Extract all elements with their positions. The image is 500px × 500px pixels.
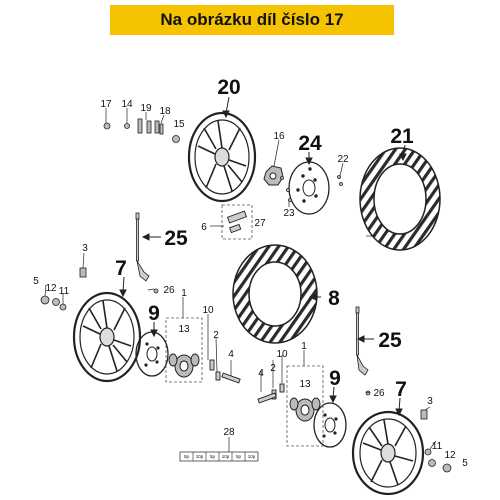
part-label-7-left: 7 bbox=[115, 257, 127, 280]
leader-lines bbox=[44, 108, 437, 450]
small-hardware-drawing bbox=[40, 118, 452, 473]
part-label-5-left: 5 bbox=[33, 276, 39, 287]
part-label-19: 19 bbox=[140, 103, 152, 114]
part-label-1-right: 1 bbox=[301, 341, 307, 352]
part-label-9-right: 9 bbox=[329, 367, 341, 390]
size-strip: 5p 10p 5p 10p 5p 10p bbox=[179, 437, 259, 462]
strip-cell-6: 10p bbox=[248, 454, 256, 459]
middle-tire-drawing bbox=[232, 244, 318, 344]
strip-cell-5: 5p bbox=[236, 454, 242, 459]
rear-wheel-rim-drawing bbox=[187, 111, 257, 203]
left-wheel-rim-drawing bbox=[72, 291, 142, 383]
part-label-17: 17 bbox=[100, 99, 112, 110]
part-label-3-left: 3 bbox=[82, 243, 88, 254]
part-label-9-left: 9 bbox=[148, 302, 160, 325]
right-hub-assembly-drawing bbox=[289, 397, 321, 422]
dashed-group-boxes bbox=[165, 204, 324, 447]
part-label-7-right: 7 bbox=[395, 378, 407, 401]
part-label-8: 8 bbox=[328, 287, 340, 310]
right-brake-disc-drawing bbox=[313, 402, 347, 448]
part-label-11-left: 11 bbox=[59, 286, 70, 297]
part-label-10-right: 10 bbox=[276, 349, 288, 360]
part-label-11-right: 11 bbox=[432, 441, 443, 452]
part-label-25-left: 25 bbox=[164, 227, 188, 250]
part-label-1-left: 1 bbox=[181, 288, 187, 299]
part-label-13-right: 13 bbox=[299, 379, 311, 390]
arrow-leaders bbox=[119, 96, 407, 417]
part-label-16: 16 bbox=[273, 131, 285, 142]
strip-cell-1: 5p bbox=[184, 454, 190, 459]
right-valve-stem-drawing bbox=[355, 306, 369, 376]
part-label-28: 28 bbox=[223, 427, 235, 438]
left-hub-assembly-drawing bbox=[168, 353, 200, 378]
part-label-12-right: 12 bbox=[444, 450, 456, 461]
part-label-2-left: 2 bbox=[213, 330, 219, 341]
part-label-22: 22 bbox=[337, 154, 349, 165]
part-label-10-left: 10 bbox=[202, 305, 214, 316]
part-label-14: 14 bbox=[121, 99, 133, 110]
banner-text: Na obrázku díl číslo 17 bbox=[160, 10, 344, 29]
part-label-13-left: 13 bbox=[178, 324, 190, 335]
strip-cell-4: 10p bbox=[222, 454, 230, 459]
part-label-2-right: 2 bbox=[270, 363, 276, 374]
part-label-23: 23 bbox=[283, 208, 295, 219]
part-label-18: 18 bbox=[159, 106, 171, 117]
part-label-6: 6 bbox=[201, 222, 207, 233]
large-part-labels: 20 24 21 25 7 9 8 25 9 7 bbox=[115, 76, 414, 401]
sprocket-drawing bbox=[263, 165, 284, 186]
small-part-labels: 17 14 19 18 15 16 22 23 6 27 3 5 12 11 2… bbox=[33, 99, 468, 469]
part-label-4-left: 4 bbox=[228, 349, 234, 360]
left-valve-stem-drawing bbox=[135, 212, 150, 282]
right-wheel-rim-drawing bbox=[351, 410, 425, 496]
part-label-24: 24 bbox=[298, 132, 322, 155]
part-label-25-right: 25 bbox=[378, 329, 402, 352]
part-label-15: 15 bbox=[173, 119, 185, 130]
strip-cell-3: 5p bbox=[210, 454, 216, 459]
left-brake-disc-drawing bbox=[135, 331, 169, 377]
part-label-4-right: 4 bbox=[258, 368, 264, 379]
part-label-20: 20 bbox=[217, 76, 240, 99]
part-label-26-left: 26 bbox=[163, 285, 175, 296]
axles-and-spacers-drawing bbox=[209, 210, 285, 404]
part-label-5-right: 5 bbox=[462, 458, 468, 469]
part-label-26-right: 26 bbox=[373, 388, 385, 399]
part-label-3-right: 3 bbox=[427, 396, 433, 407]
title-banner: Na obrázku díl číslo 17 bbox=[110, 5, 394, 35]
rear-tire-drawing bbox=[359, 147, 441, 251]
rear-brake-disc-drawing bbox=[288, 161, 330, 215]
strip-cell-2: 10p bbox=[196, 454, 204, 459]
part-label-27: 27 bbox=[254, 218, 266, 229]
part-label-21: 21 bbox=[390, 125, 414, 148]
part-label-12-left: 12 bbox=[45, 283, 57, 294]
